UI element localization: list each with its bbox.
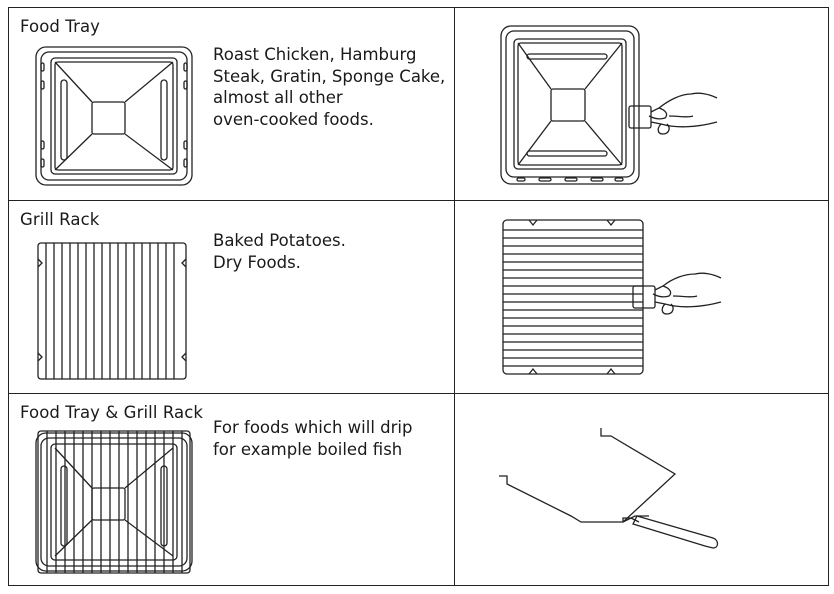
- food-tray-icon: [34, 45, 194, 187]
- table-row: Food Tray & Grill Rack: [8, 393, 829, 586]
- food-tray-cell: Food Tray: [8, 7, 455, 201]
- table-row: Grill Rack: [8, 200, 829, 394]
- tray-and-rack-icon: [34, 429, 194, 575]
- row-title: Food Tray: [20, 17, 101, 36]
- food-tray-handle-cell: [454, 7, 829, 201]
- row-description: For foods which will drip for example bo…: [213, 418, 413, 459]
- tray-with-rack-side-view-icon: [499, 428, 719, 558]
- tray-and-rack-cell: Food Tray & Grill Rack: [8, 393, 455, 586]
- hand-holding-grill-rack-icon: [501, 218, 721, 376]
- accessory-table: Food Tray: [8, 7, 829, 586]
- grill-rack-cell: Grill Rack: [8, 200, 455, 394]
- table-row: Food Tray: [8, 7, 829, 201]
- grill-rack-icon: [36, 241, 188, 381]
- row-title: Food Tray & Grill Rack: [20, 403, 204, 422]
- row-description: Baked Potatoes. Dry Foods.: [213, 231, 346, 272]
- row-description: Roast Chicken, Hamburg Steak, Gratin, Sp…: [213, 45, 446, 129]
- row-title: Grill Rack: [20, 210, 100, 229]
- tray-with-rack-side-cell: [454, 393, 829, 586]
- grill-rack-handle-cell: [454, 200, 829, 394]
- hand-holding-food-tray-icon: [499, 24, 719, 188]
